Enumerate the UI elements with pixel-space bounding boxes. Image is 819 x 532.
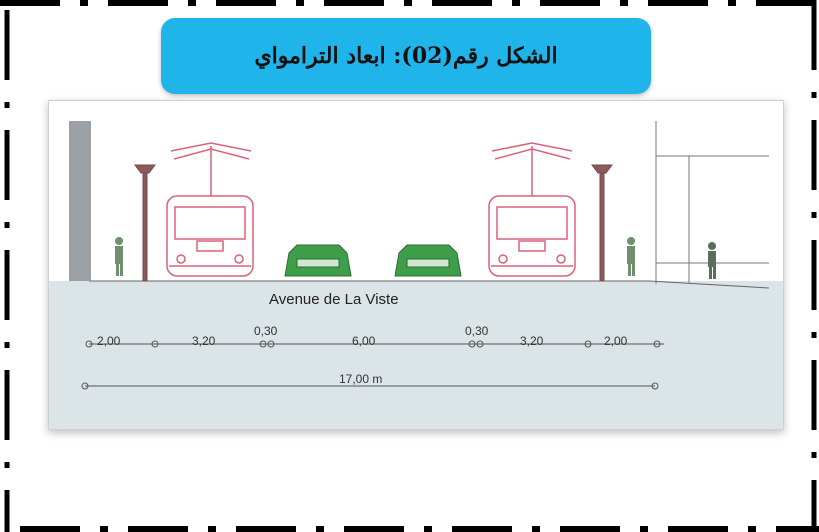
figure-caption: الشكل رقم(02): ابعاد الترامواي: [254, 43, 558, 69]
right-car: [394, 244, 462, 277]
frame-left-border: [4, 10, 10, 532]
street-name-label: Avenue de La Viste: [269, 291, 399, 308]
right-tram: [488, 142, 576, 277]
right-sidewalk-edge: [589, 280, 770, 289]
dim-right-sidewalk: 2,00: [604, 334, 628, 348]
left-tram: [166, 142, 254, 277]
ground-area: [49, 281, 783, 429]
left-pedestrian: [115, 237, 123, 276]
frame-bottom-border: [20, 526, 819, 532]
figure-caption-box: الشكل رقم(02): ابعاد الترامواي: [161, 18, 651, 94]
dim-right-separator: 0,30: [465, 324, 489, 338]
cross-section-drawing: Avenue de La Viste 2,00 3,20 0,30 6,00 0…: [49, 121, 783, 429]
dim-left-sidewalk: 2,00: [97, 334, 121, 348]
right-lamp-pole: [591, 164, 613, 282]
left-building: [69, 121, 91, 281]
middle-right-pedestrian: [627, 237, 635, 276]
left-lamp-pole: [134, 164, 156, 282]
frame-top-border: [0, 0, 819, 6]
left-car: [284, 244, 352, 277]
street-cross-section-figure: Avenue de La Viste 2,00 3,20 0,30 6,00 0…: [48, 100, 784, 430]
frame-right-border: [811, 0, 817, 532]
dim-road: 6,00: [352, 334, 376, 348]
dim-left-tram-lane: 3,20: [192, 334, 216, 348]
dimension-line: [85, 340, 664, 348]
dim-left-separator: 0,30: [254, 324, 278, 338]
total-dimension-line: [81, 382, 659, 390]
right-pedestrian: [708, 242, 716, 279]
dim-right-tram-lane: 3,20: [520, 334, 544, 348]
total-width-label: 17,00 m: [339, 372, 382, 386]
